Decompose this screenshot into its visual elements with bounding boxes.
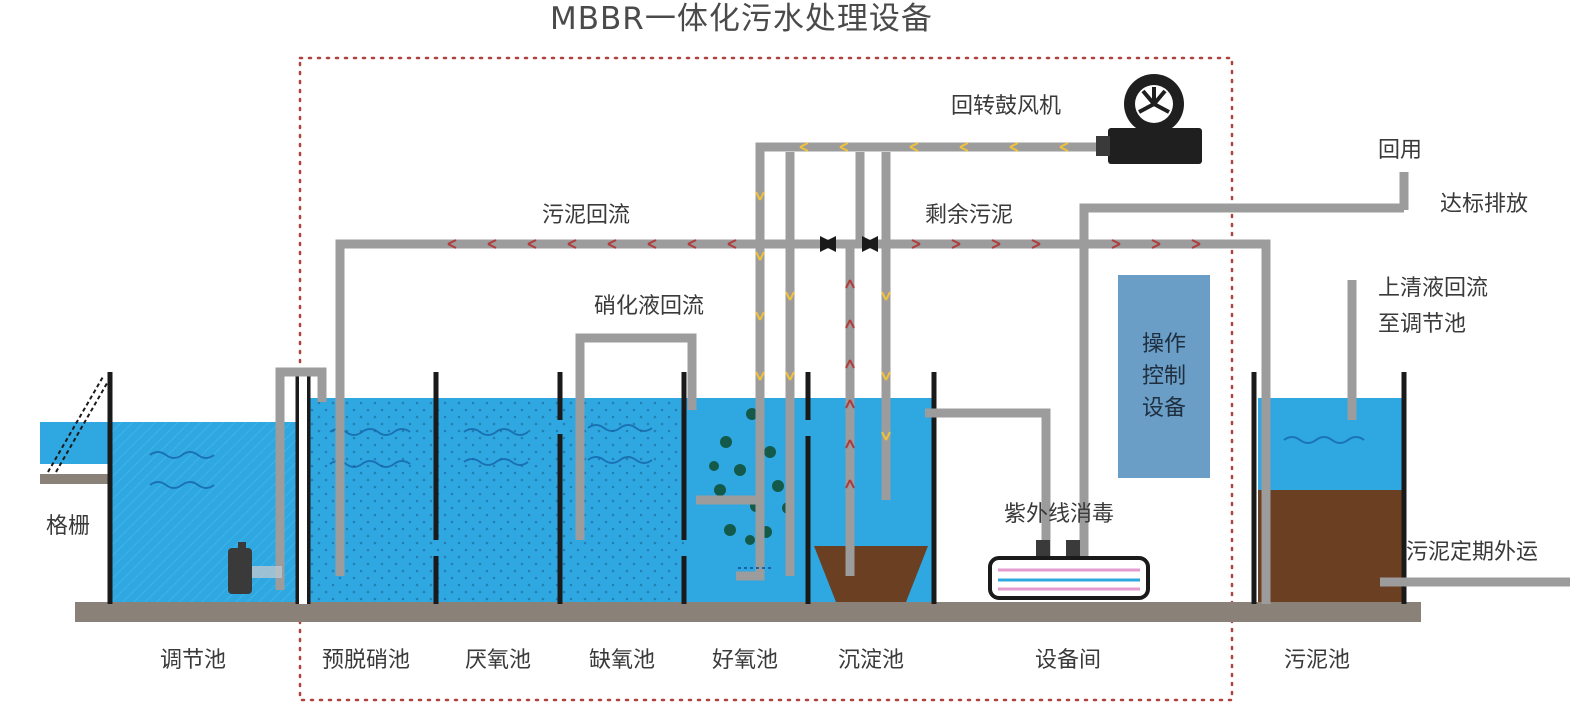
blower-icon <box>1096 74 1202 164</box>
sludge-return-label: 污泥回流 <box>542 203 631 228</box>
control-panel: 操作控制设备 <box>1118 275 1210 478</box>
pump-icon <box>228 542 282 594</box>
valve-icon <box>820 236 836 252</box>
effluent-pipe <box>925 408 1051 560</box>
tank-label-aerobic: 好氧池 <box>712 648 779 673</box>
tank-label-anaerobic: 厌氧池 <box>465 648 532 673</box>
water-waves <box>149 424 1365 489</box>
excess-sludge-arrows <box>845 239 1201 489</box>
sedimentation-sludge <box>814 546 928 602</box>
sludge-return-pipe <box>335 239 1271 604</box>
uv-lamp-icon <box>988 540 1150 600</box>
supernatant-return-label-1: 上清液回流 <box>1378 276 1489 301</box>
sludge-out-label: 污泥定期外运 <box>1406 540 1539 565</box>
tank-label-equipment-room: 设备间 <box>1035 648 1102 673</box>
nitrate-return-label: 硝化液回流 <box>594 294 705 319</box>
sludge-tank-sludge <box>1258 490 1404 602</box>
discharge-label: 达标排放 <box>1440 192 1529 217</box>
grille-label: 格栅 <box>46 514 91 539</box>
sludge-tank-water <box>1258 398 1404 490</box>
valve-icon <box>862 236 878 252</box>
supernatant-return-label-2: 至调节池 <box>1378 312 1467 337</box>
control-panel-label: 操作控制设备 <box>1141 331 1186 421</box>
excess-sludge-label: 剩余污泥 <box>925 203 1014 228</box>
tank-walls <box>107 372 1407 604</box>
tank-label-sludge: 污泥池 <box>1284 648 1351 673</box>
discharge-pipe <box>1079 203 1404 560</box>
sludge-return-arrows <box>447 239 737 249</box>
air-main-pipe <box>736 142 1110 581</box>
tank-label-sedimentation: 沉淀池 <box>838 648 905 673</box>
inlet-channel-floor <box>40 474 110 484</box>
tank-label-predenitrification: 预脱硝池 <box>322 648 411 673</box>
pipes <box>275 142 1570 604</box>
ground-slab <box>75 602 1421 622</box>
blower-label: 回转鼓风机 <box>951 94 1062 119</box>
nitrate-return-pipe <box>575 333 697 540</box>
tank-label-anoxic: 缺氧池 <box>589 648 656 673</box>
reuse-label: 回用 <box>1378 138 1423 163</box>
tank-label-regulating: 调节池 <box>160 648 227 673</box>
uv-disinfection-label: 紫外线消毒 <box>1004 502 1115 527</box>
air-flow-arrows <box>755 142 1069 441</box>
inlet-lift-pipe <box>275 367 327 590</box>
grille-icon <box>47 374 111 473</box>
partition-column <box>299 372 307 604</box>
diagram-title: MBBR一体化污水处理设备 <box>550 1 933 37</box>
inlet-channel <box>40 422 110 464</box>
